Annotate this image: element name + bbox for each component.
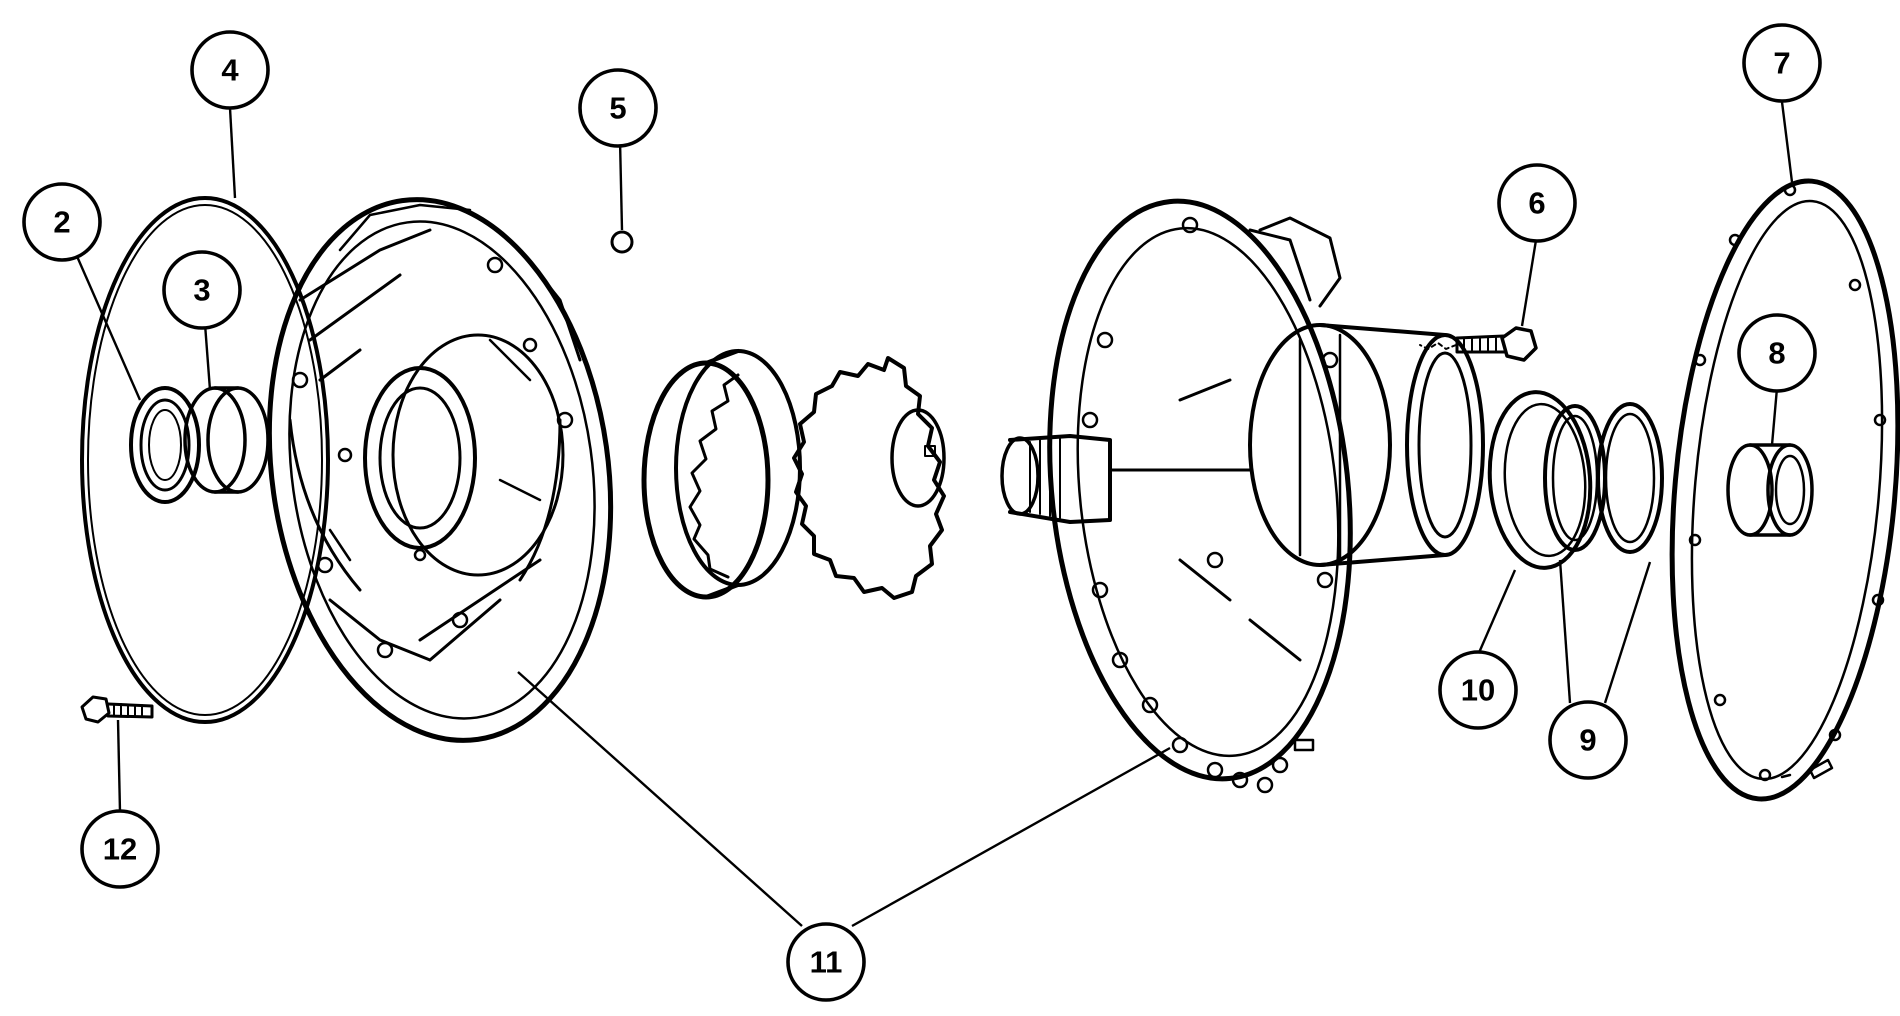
callout-11-label: 11 <box>810 945 843 980</box>
leader-3 <box>203 323 212 391</box>
leader-7 <box>1780 101 1794 183</box>
leader-8 <box>1770 387 1779 446</box>
callout-3: 3 <box>162 250 242 330</box>
part-2-seal <box>129 386 201 504</box>
callout-12: 12 <box>80 809 160 889</box>
callout-10-label: 10 <box>1461 673 1495 708</box>
leader-2 <box>74 253 142 401</box>
part-12-bolt <box>80 695 154 724</box>
leader-9a <box>1558 559 1572 704</box>
callout-8: 8 <box>1737 313 1817 393</box>
leader-11b <box>851 746 1171 928</box>
leader-lines <box>74 101 1794 928</box>
part-5-ball <box>610 230 634 254</box>
callout-6-label: 6 <box>1528 186 1545 221</box>
leader-5 <box>618 139 624 231</box>
leader-12 <box>116 719 122 813</box>
callout-5: 5 <box>578 68 658 148</box>
callout-8-label: 8 <box>1768 336 1785 371</box>
callout-6: 6 <box>1497 163 1577 243</box>
callout-11: 11 <box>786 922 866 1002</box>
callout-2-label: 2 <box>53 205 70 240</box>
part-11-pump-body <box>1000 198 1485 794</box>
part-11-pump-cover <box>266 197 614 743</box>
part-9-sealing-rings <box>1543 402 1664 554</box>
part-7-gasket <box>1669 178 1900 802</box>
leader-4 <box>228 107 237 199</box>
inner-gear <box>792 356 946 600</box>
callout-4-label: 4 <box>221 53 239 88</box>
callout-9-label: 9 <box>1579 723 1596 758</box>
callout-10: 10 <box>1438 650 1518 730</box>
callout-3-label: 3 <box>193 273 210 308</box>
callout-5-label: 5 <box>609 91 626 126</box>
leader-6 <box>1520 233 1539 327</box>
leader-11a <box>517 671 803 927</box>
leader-10 <box>1476 569 1517 656</box>
part-4-o-ring <box>80 196 330 724</box>
leader-9b <box>1603 561 1652 704</box>
callout-2: 2 <box>22 182 102 262</box>
callout-4: 4 <box>190 30 270 110</box>
part-8-bushing <box>1726 443 1814 537</box>
callout-7-label: 7 <box>1773 46 1790 81</box>
part-6-bolt <box>1419 326 1538 362</box>
callout-9: 9 <box>1548 700 1628 780</box>
part-10-seal-ring <box>1487 390 1593 570</box>
callout-7: 7 <box>1742 23 1822 103</box>
callout-12-label: 12 <box>103 832 137 867</box>
outer-gear <box>641 349 802 600</box>
